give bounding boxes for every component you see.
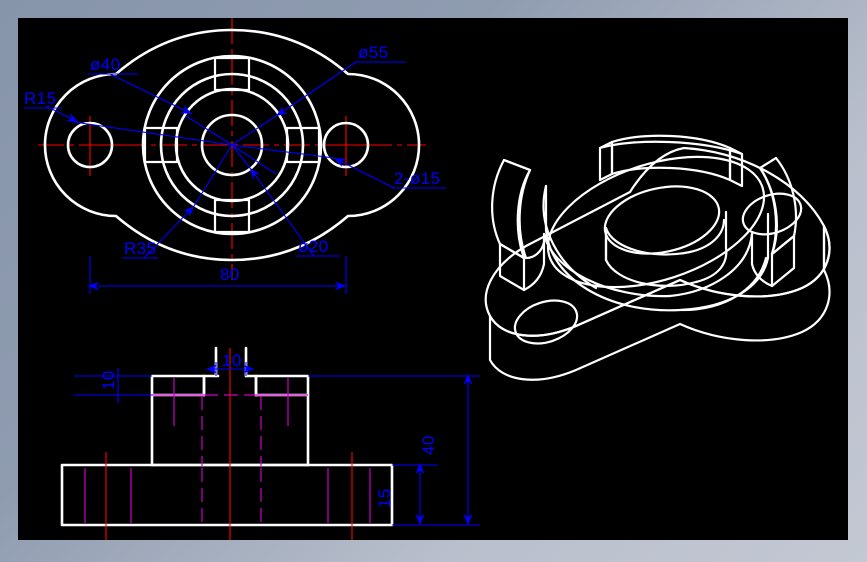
dimension-80-label: 80 — [220, 265, 240, 284]
iso-mounting-hole-left — [513, 299, 579, 345]
dimension-15-right: 15 — [375, 488, 394, 508]
dimension-height-40: 40 — [308, 373, 480, 526]
dimension-r35: R35 — [124, 239, 156, 258]
dimension-height-15: 15 — [375, 462, 438, 525]
front-view-hidden-lines — [84, 378, 371, 523]
isometric-view-group[interactable] — [484, 132, 831, 381]
dimension-2d15: 2-ø15 — [394, 169, 440, 188]
radial-slots — [143, 56, 321, 234]
top-view-group[interactable]: ø40 ø55 R15 2-ø15 — [24, 18, 446, 294]
iso-mounting-hole-right — [741, 192, 803, 236]
dimension-d55: ø55 — [358, 43, 389, 62]
dimension-d40: ø40 — [90, 55, 121, 74]
dimension-height-10: 10 — [74, 368, 152, 403]
iso-hub-cylinder — [542, 155, 770, 312]
mounting-holes — [66, 121, 370, 169]
front-view-centerlines — [105, 348, 353, 540]
iso-lug-right — [750, 156, 798, 288]
iso-lug-left — [491, 158, 546, 292]
top-view-dimensions: ø40 ø55 R15 2-ø15 — [24, 43, 446, 259]
flange-outline — [43, 28, 421, 262]
iso-lug-back — [598, 134, 744, 188]
iso-base-flange — [484, 146, 831, 381]
front-view-group[interactable]: 10 10 40 — [60, 346, 480, 540]
dimension-r15: R15 — [24, 89, 56, 108]
dimension-width-80: 80 — [87, 256, 347, 294]
dimension-40-right: 40 — [419, 435, 438, 455]
dimension-10-top: 10 — [222, 351, 242, 370]
iso-center-boss — [603, 185, 728, 287]
iso-lug-base-ridge — [542, 232, 754, 298]
dimension-10-left: 10 — [99, 370, 118, 390]
dimension-boss-10: 10 — [205, 351, 254, 376]
drawing-canvas[interactable]: ø40 ø55 R15 2-ø15 — [18, 18, 848, 540]
dimension-d20: ø20 — [298, 237, 329, 256]
